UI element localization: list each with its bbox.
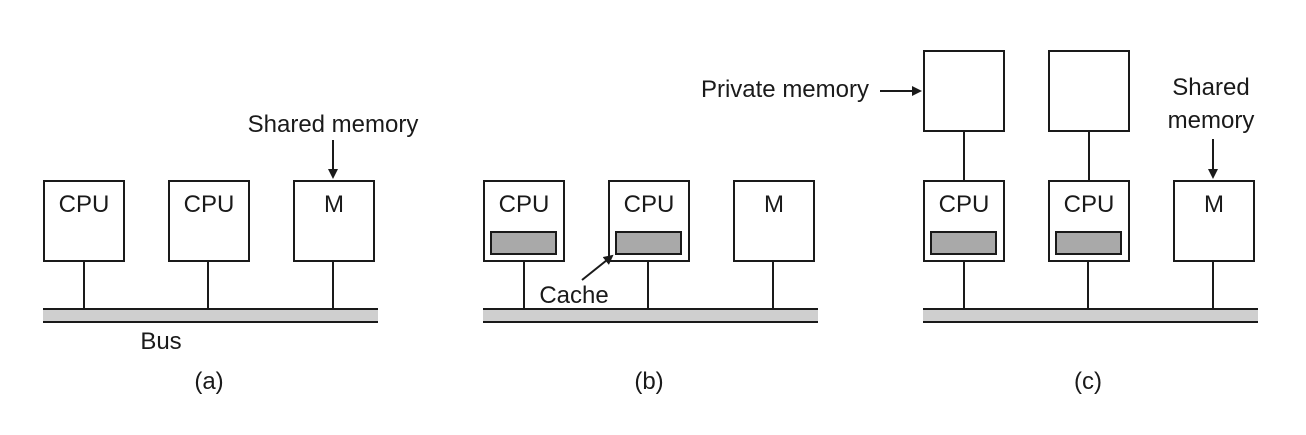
diagram-b-bus (483, 308, 818, 323)
diagram-b-cache-label: Cache (539, 282, 608, 309)
diagram-b-memory-label: M (764, 191, 784, 218)
diagram-a-bus (43, 308, 378, 323)
diagram-a-cpu2-box (168, 180, 250, 262)
diagram-b-cpu1-label: CPU (499, 191, 550, 218)
diagram-b-cpu2-cache (615, 231, 682, 255)
diagram-b: CPU CPU M Cache (b) (483, 180, 818, 395)
diagram-b-cache-arrow (581, 254, 614, 281)
diagram-b-cpu2-label: CPU (624, 191, 675, 218)
diagram-a-cpu1-label: CPU (59, 191, 110, 218)
diagram-a-bus-label: Bus (140, 328, 181, 355)
diagram-c-bus (923, 308, 1258, 323)
diagram-a-caption: (a) (194, 368, 223, 395)
diagram-c-caption: (c) (1074, 368, 1102, 395)
diagram-c-private-memory-label: Private memory (701, 76, 869, 103)
diagram-c-memory-box (1173, 180, 1255, 262)
diagram-c: CPU CPU M Private memory Shared memory (… (701, 50, 1258, 395)
diagram-a-cpu2-label: CPU (184, 191, 235, 218)
diagram-c-private-memory-box-1 (923, 50, 1005, 132)
diagram-c-memory-label: M (1204, 191, 1224, 218)
diagram-c-cpu1-cache (930, 231, 997, 255)
diagram-b-caption: (b) (634, 368, 663, 395)
diagram-c-cpu1-label: CPU (939, 191, 990, 218)
diagram-a-shared-memory-label: Shared memory (248, 111, 419, 138)
diagram-a-cpu1-box (43, 180, 125, 262)
diagram-c-shared-memory-label-line2: memory (1168, 107, 1255, 134)
diagram-b-memory-box (733, 180, 815, 262)
diagram-a: CPU CPU M Shared memory Bus (a) (43, 111, 418, 395)
diagram-c-shared-memory-label-line1: Shared (1172, 74, 1249, 101)
diagram-a-memory-box (293, 180, 375, 262)
diagram-c-cpu2-label: CPU (1064, 191, 1115, 218)
diagram-b-cpu1-cache (490, 231, 557, 255)
diagram-c-private-memory-box-2 (1048, 50, 1130, 132)
diagram-a-memory-label: M (324, 191, 344, 218)
diagram-c-cpu2-cache (1055, 231, 1122, 255)
